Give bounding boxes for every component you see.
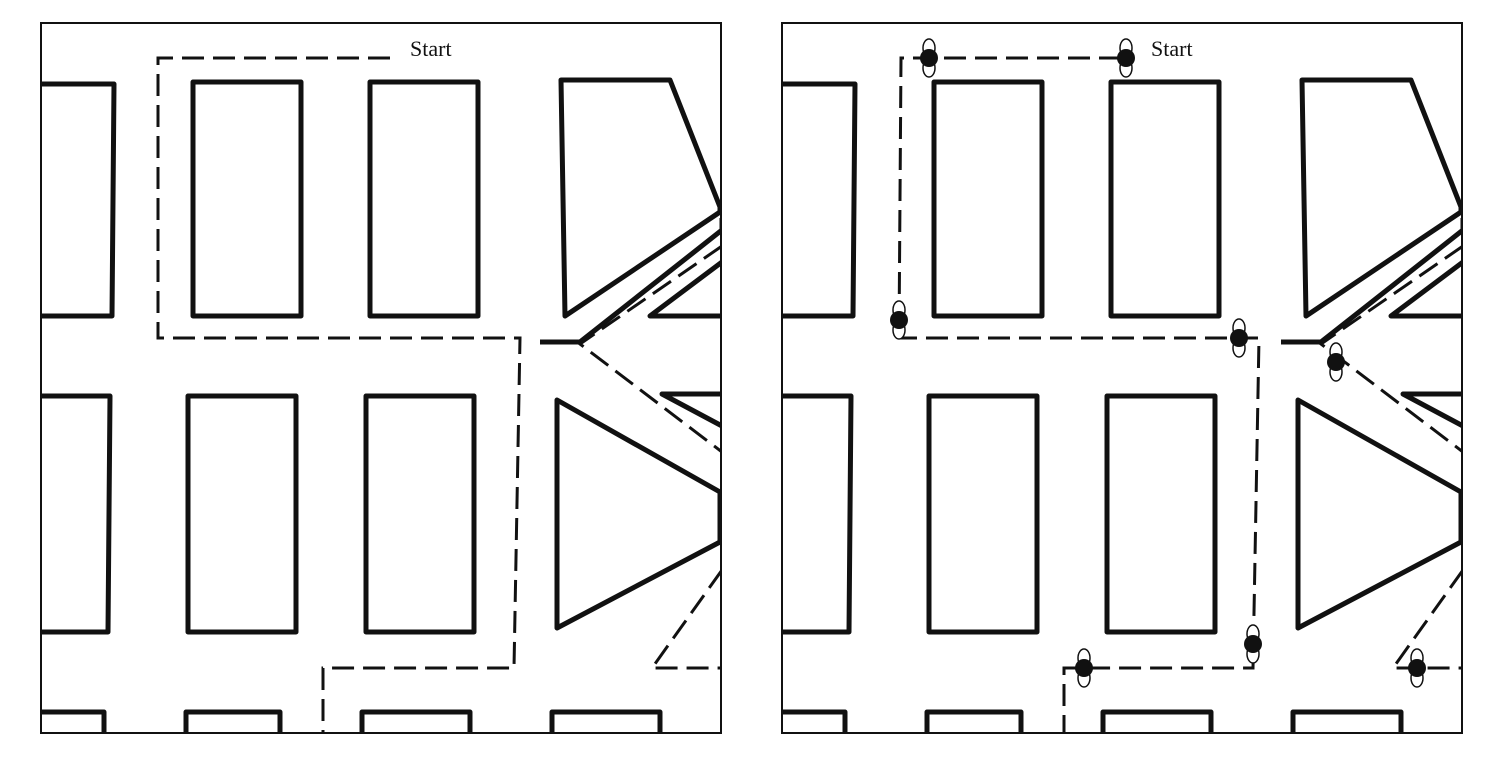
route-branch (1318, 244, 1463, 454)
block (359, 709, 473, 734)
block (185, 393, 299, 635)
map-panel-left: Start (40, 22, 722, 734)
pedestrian-marker-icon (1116, 38, 1136, 78)
route-branch (1390, 569, 1463, 670)
block (190, 79, 304, 319)
block (1299, 77, 1463, 319)
map-panel-right: Start (781, 22, 1463, 734)
block (1290, 709, 1404, 734)
pedestrian-marker-icon (889, 300, 909, 340)
street-map-left (40, 22, 722, 734)
block (549, 709, 663, 734)
block (40, 393, 113, 635)
block (1104, 393, 1218, 635)
pedestrian-marker-icon (1407, 648, 1427, 688)
block (926, 393, 1040, 635)
block (1295, 397, 1463, 631)
pedestrian-marker-icon (1229, 318, 1249, 358)
pedestrian-marker-icon (1243, 624, 1263, 664)
start-label: Start (410, 36, 452, 61)
block (781, 81, 858, 319)
start-label: Start (1151, 36, 1193, 61)
block (40, 81, 117, 319)
block (1100, 709, 1214, 734)
panel-frame (781, 22, 1463, 734)
route-branch (577, 244, 722, 454)
block (931, 79, 1045, 319)
route-main (156, 56, 522, 734)
block (1281, 218, 1463, 345)
block (1388, 260, 1463, 319)
route-path-right (897, 56, 1463, 734)
block (1108, 79, 1222, 319)
block (781, 393, 854, 635)
block (1400, 391, 1463, 429)
block (367, 79, 481, 319)
city-blocks (781, 77, 1463, 734)
panel-frame (40, 22, 722, 734)
block (647, 260, 722, 319)
route-main (897, 56, 1261, 734)
route-path-left (156, 56, 722, 734)
block (781, 709, 848, 734)
route-branch (649, 569, 722, 670)
block (540, 218, 722, 345)
city-blocks (40, 77, 722, 734)
block (183, 709, 283, 734)
block (659, 391, 722, 429)
block (554, 397, 722, 631)
pedestrian-marker-icon (919, 38, 939, 78)
pedestrian-marker-icon (1074, 648, 1094, 688)
block (558, 77, 722, 319)
street-map-right (781, 22, 1463, 734)
block (363, 393, 477, 635)
block (40, 709, 107, 734)
block (924, 709, 1024, 734)
pedestrian-marker-icon (1326, 342, 1346, 382)
